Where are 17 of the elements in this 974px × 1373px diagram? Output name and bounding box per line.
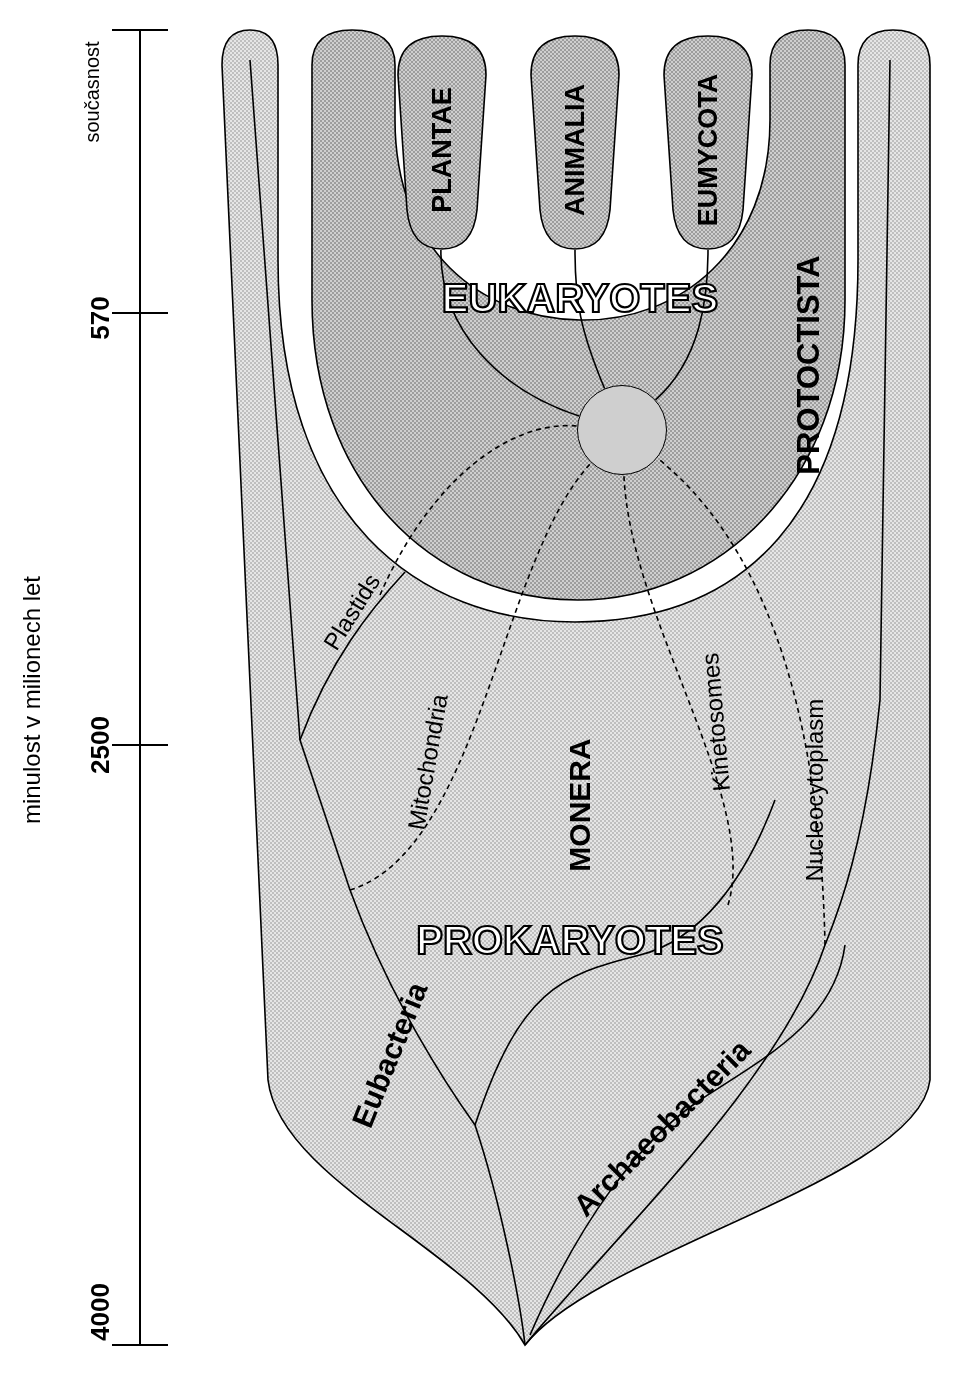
- tick-label: 570: [87, 296, 113, 340]
- tick-label: 2500: [87, 716, 113, 774]
- axis-title: minulost v milionech let: [20, 575, 44, 825]
- connector-line: [654, 249, 709, 401]
- kingdom-label: EUMYCOTA: [694, 73, 722, 227]
- region-label: MONERA: [565, 738, 595, 872]
- edge-label: Nucleocytoplasm: [803, 698, 827, 882]
- kingdom-label: ANIMALIA: [561, 84, 589, 216]
- edge-label: Mitochondria: [404, 692, 452, 832]
- connector-line: [379, 425, 578, 596]
- tick-label: 4000: [87, 1283, 113, 1341]
- kingdom-label: PLANTAE: [428, 87, 456, 213]
- connector-line: [349, 462, 592, 891]
- region-label: PROTOCTISTA: [792, 255, 824, 475]
- axis-label: současnost: [82, 41, 102, 143]
- edge-label: Kinetosomes: [698, 651, 734, 793]
- connector-line: [623, 474, 734, 906]
